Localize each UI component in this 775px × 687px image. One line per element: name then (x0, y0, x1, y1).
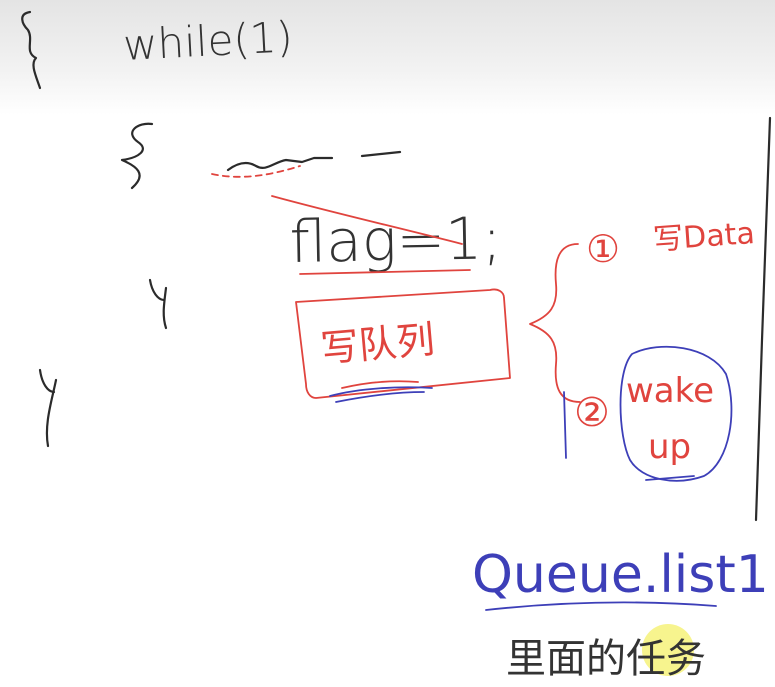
queue-list-title: Queue.list1 (472, 545, 769, 605)
while-keyword: while(1) (122, 12, 294, 70)
wake-up-underline (645, 475, 695, 481)
scribble-dash (360, 150, 402, 158)
step-two-line1: wake (626, 371, 714, 411)
right-vertical-line (754, 116, 772, 522)
wake-up-outline (619, 345, 733, 482)
step-two-line2: up (648, 427, 691, 467)
step-two-marker: ② (574, 390, 610, 436)
inner-brace-close (148, 278, 168, 330)
scribble-red-dashes (211, 165, 301, 178)
left-brace-top (21, 10, 42, 90)
step-two-guide-line (563, 391, 567, 459)
inner-brace-open (120, 122, 154, 190)
cursor-highlight (642, 624, 694, 676)
box-red-scribble (341, 380, 419, 389)
queue-list-subtitle: 里面的任务 (506, 636, 706, 682)
box-blue-scribble-2 (335, 391, 425, 403)
step-one-text: 写Data (652, 216, 756, 258)
steps-brace (529, 243, 581, 403)
queue-write-box (295, 288, 511, 399)
flag-strikethrough (271, 195, 463, 245)
scribble-squiggle (226, 156, 334, 172)
queue-list-underline (485, 601, 717, 611)
queue-write-label: 写队列 (319, 317, 436, 371)
step-one-marker: ① (586, 227, 620, 271)
outer-brace-close (38, 368, 58, 448)
flag-underline (299, 269, 471, 275)
box-blue-scribble-1 (329, 386, 433, 397)
flag-statement: flag=1; (289, 204, 502, 276)
